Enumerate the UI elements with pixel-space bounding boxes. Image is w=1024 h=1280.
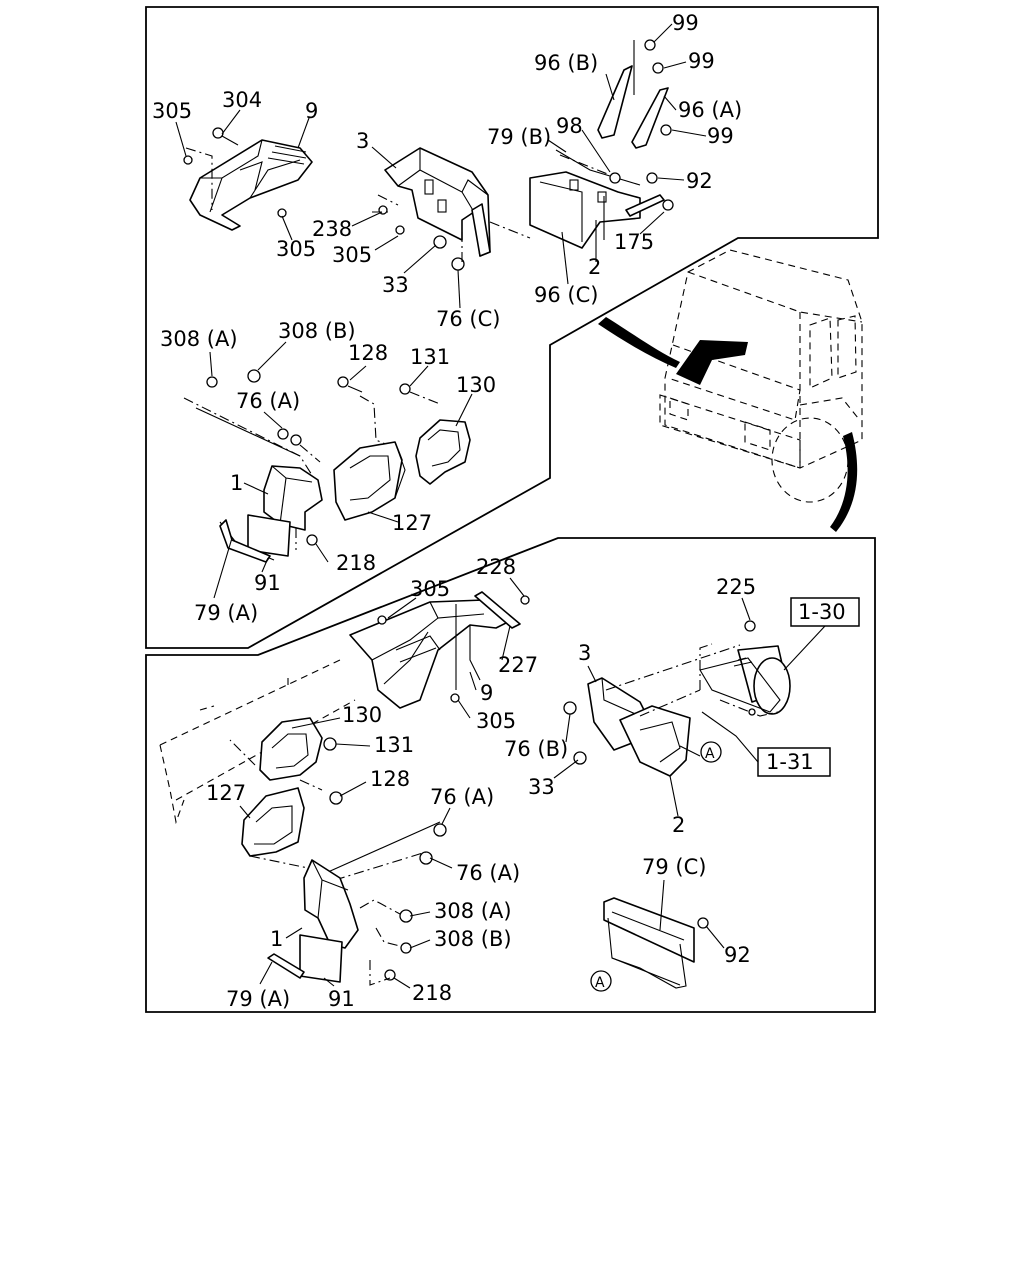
callout-131-top: 131	[410, 345, 450, 369]
callout-99-third: 99	[707, 124, 734, 148]
callout-79c: 79 (C)	[642, 855, 706, 879]
leader-lines-top	[175, 23, 707, 599]
truck-cab-illustration	[598, 249, 863, 532]
callout-79a-top: 79 (A)	[194, 601, 258, 625]
reference-marker-a-1	[700, 741, 722, 763]
callout-305-bottom-upper: 305	[410, 577, 450, 601]
callout-127-bottom: 127	[206, 781, 246, 805]
callout-305-bottom-lower: 305	[476, 709, 516, 733]
callout-79a-bottom: 79 (A)	[226, 987, 290, 1011]
callout-218-bottom: 218	[412, 981, 452, 1005]
callout-76a-top: 76 (A)	[236, 389, 300, 413]
callout-238: 238	[312, 217, 352, 241]
callout-305-top-mid: 305	[332, 243, 372, 267]
callout-218-top: 218	[336, 551, 376, 575]
callout-33-top: 33	[382, 273, 409, 297]
callout-131-bottom: 131	[374, 733, 414, 757]
bottom-assembly-drawing	[159, 591, 791, 989]
callout-92-top: 92	[686, 169, 713, 193]
callout-228: 228	[476, 555, 516, 579]
callout-98: 98	[556, 114, 583, 138]
callout-308b-top: 308 (B)	[278, 319, 356, 343]
callout-1-top: 1	[230, 471, 243, 495]
callout-127-top: 127	[392, 511, 432, 535]
reference-label-1-31: 1-31	[766, 750, 814, 774]
callout-3-top: 3	[356, 129, 369, 153]
callout-1-bottom: 1	[270, 927, 283, 951]
callout-304: 304	[222, 88, 262, 112]
callout-3-bottom: 3	[578, 641, 591, 665]
callout-76c: 76 (C)	[436, 307, 500, 331]
callout-128-top: 128	[348, 341, 388, 365]
callout-9-top: 9	[305, 99, 318, 123]
callout-308a-bottom: 308 (A)	[434, 899, 512, 923]
callout-308a-top: 308 (A)	[160, 327, 238, 351]
callout-91-bottom: 91	[328, 987, 355, 1011]
callout-76a-bottom-lower: 76 (A)	[456, 861, 520, 885]
callout-130-top: 130	[456, 373, 496, 397]
callout-33-bottom: 33	[528, 775, 555, 799]
callout-99-second: 99	[688, 49, 715, 73]
reference-marker-a-2	[590, 970, 612, 992]
callout-2-top: 2	[588, 255, 601, 279]
callout-76b: 76 (B)	[504, 737, 568, 761]
frame-bottom	[145, 537, 876, 1013]
reference-label-1-30: 1-30	[798, 600, 846, 624]
leader-lines-bottom	[239, 577, 826, 989]
callout-2-bottom: 2	[672, 813, 685, 837]
callout-130-bottom: 130	[342, 703, 382, 727]
top-assembly-drawing	[183, 39, 674, 563]
callout-225: 225	[716, 575, 756, 599]
callout-92-bottom: 92	[724, 943, 751, 967]
callout-76a-bottom-upper: 76 (A)	[430, 785, 494, 809]
callout-96b: 96 (B)	[534, 51, 598, 75]
callout-96c: 96 (C)	[534, 283, 598, 307]
callout-99-first: 99	[672, 11, 699, 35]
reference-box-1-31	[757, 747, 831, 777]
callout-305-top-lower: 305	[276, 237, 316, 261]
frame-top	[145, 6, 879, 649]
callout-175: 175	[614, 230, 654, 254]
callout-9-bottom: 9	[480, 681, 493, 705]
marker-a-label-2: A	[595, 975, 605, 991]
callout-128-bottom: 128	[370, 767, 410, 791]
callout-227: 227	[498, 653, 538, 677]
callout-308b-bottom: 308 (B)	[434, 927, 512, 951]
callout-91-top: 91	[254, 571, 281, 595]
callout-96a: 96 (A)	[678, 98, 742, 122]
callout-79b: 79 (B)	[487, 125, 551, 149]
marker-a-label-1: A	[705, 746, 715, 762]
callout-305-top-left: 305	[152, 99, 192, 123]
